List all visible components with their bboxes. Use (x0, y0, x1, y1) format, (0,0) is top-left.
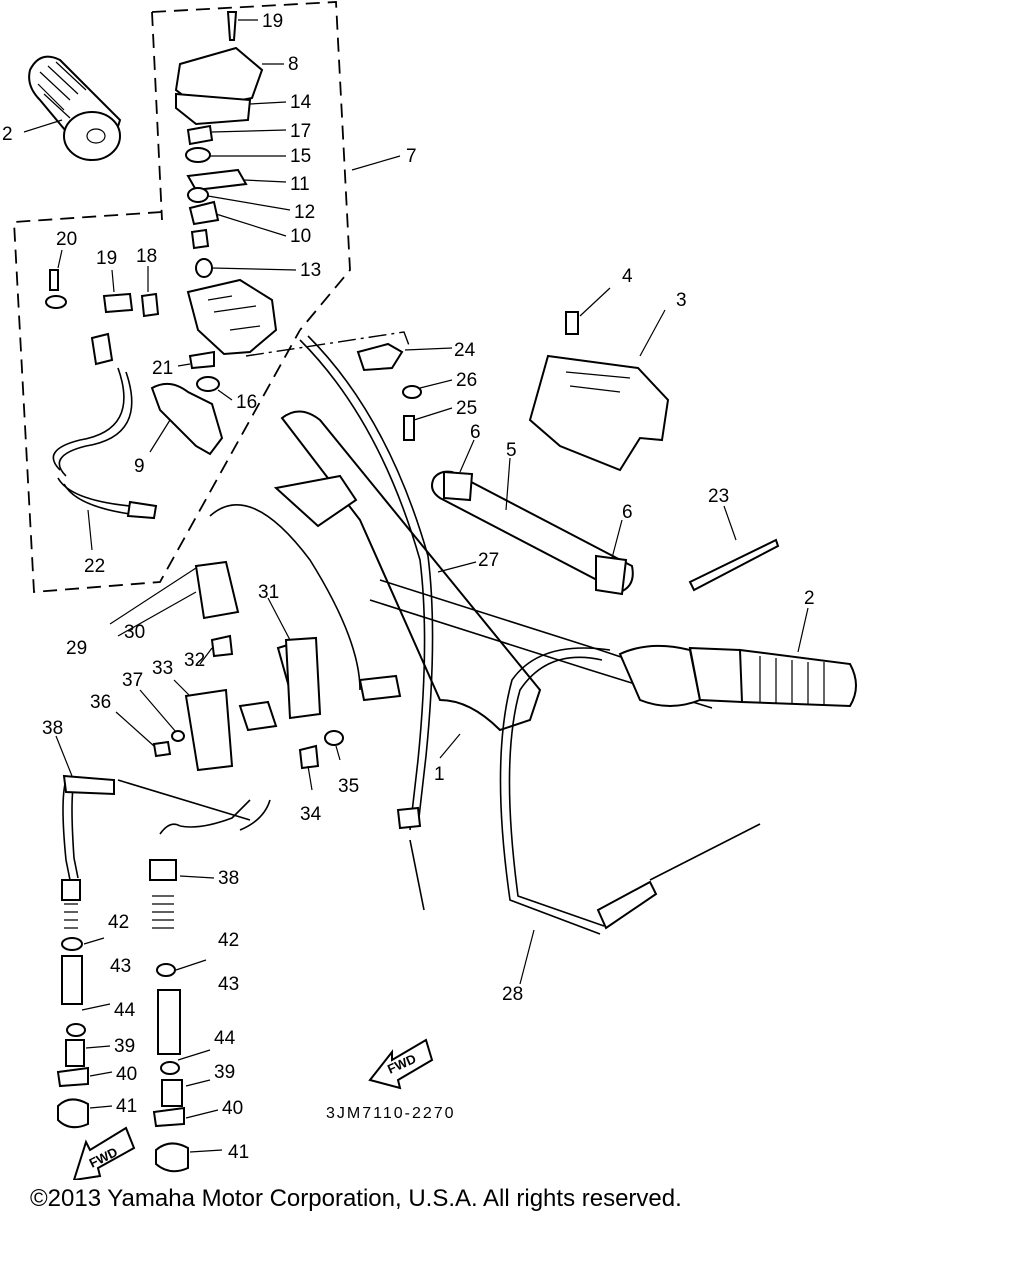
callout-9: 9 (134, 456, 145, 477)
brake-cable-right (149, 823, 189, 1173)
handlebar-cover (528, 311, 670, 472)
callout-13: 13 (300, 260, 321, 281)
callout-21: 21 (152, 358, 173, 379)
callout-5: 5 (506, 440, 517, 461)
callout-37: 37 (122, 670, 143, 691)
brake-cable-links (117, 779, 271, 831)
callout-38-left: 38 (42, 718, 63, 739)
callout-28: 28 (502, 984, 523, 1005)
callout-40-left: 40 (116, 1064, 137, 1085)
left-grip (28, 55, 122, 162)
reference-code: 3JM7110-2270 (326, 1105, 456, 1122)
handlebar (273, 410, 721, 732)
callout-22: 22 (84, 556, 105, 577)
callout-27: 27 (478, 550, 499, 571)
callout-43-left: 43 (110, 956, 131, 977)
callout-6-bottom: 6 (622, 502, 633, 523)
assembly-boundary-7 (151, 1, 351, 331)
throttle-housing-stack (174, 11, 264, 278)
callout-19-left: 19 (96, 248, 117, 269)
callout-31: 31 (258, 582, 279, 603)
callout-19-top: 19 (262, 11, 283, 32)
right-grip (618, 644, 857, 708)
parts-diagram: FWD FWD (2, 1, 857, 1180)
callout-30: 30 (124, 622, 145, 643)
callout-25: 25 (456, 398, 477, 419)
assembly-boundary-24 (245, 331, 411, 357)
throttle-body (45, 269, 278, 392)
throttle-cable (299, 335, 434, 911)
brake-switch (194, 504, 402, 720)
callout-8: 8 (288, 54, 299, 75)
callout-20: 20 (56, 229, 77, 250)
callout-16: 16 (236, 392, 257, 413)
callout-44-left: 44 (114, 1000, 136, 1021)
callout-23: 23 (708, 486, 729, 507)
throttle-lever (150, 382, 224, 456)
callout-15: 15 (290, 146, 311, 167)
switch-box (152, 688, 344, 772)
callout-3: 3 (676, 290, 687, 311)
callout-14: 14 (290, 92, 312, 113)
copyright-notice: ©2013 Yamaha Motor Corporation, U.S.A. A… (30, 1185, 682, 1212)
cable-tie (688, 538, 780, 592)
callout-41-left: 41 (116, 1096, 137, 1117)
callout-40-right: 40 (222, 1098, 243, 1119)
callout-10: 10 (290, 226, 311, 247)
callout-36: 36 (90, 692, 111, 713)
callout-18: 18 (136, 246, 157, 267)
callout-29: 29 (66, 638, 87, 659)
callout-41-right: 41 (228, 1142, 249, 1163)
callout-32: 32 (184, 650, 205, 671)
leader-lines (23, 19, 809, 1153)
callout-1: 1 (434, 764, 445, 785)
brake-cable-left (56, 774, 115, 1129)
callout-2-right: 2 (804, 588, 815, 609)
assembly-boundary-switch (13, 211, 301, 593)
callout-24: 24 (454, 340, 476, 361)
callout-42-right: 42 (218, 930, 239, 951)
callout-35: 35 (338, 776, 359, 797)
handlebar-pad (431, 470, 634, 596)
callout-39-right: 39 (214, 1062, 235, 1083)
callout-44-right: 44 (214, 1028, 236, 1049)
callout-17: 17 (290, 121, 311, 142)
callout-12: 12 (294, 202, 315, 223)
callout-labels: 19 8 14 17 15 11 12 10 13 7 2 20 19 18 2… (2, 11, 815, 1163)
switch-wire-harness (52, 367, 158, 520)
callout-38-right: 38 (218, 868, 239, 889)
fwd-arrow-icon: FWD (368, 1038, 434, 1090)
fwd-arrow-icon: FWD (72, 1126, 136, 1180)
callout-4: 4 (622, 266, 633, 287)
callout-34: 34 (300, 804, 322, 825)
callout-43-right: 43 (218, 974, 239, 995)
callout-42-left: 42 (108, 912, 129, 933)
callout-26: 26 (456, 370, 477, 391)
brake-cable (499, 647, 761, 935)
callout-33: 33 (152, 658, 173, 679)
callout-11: 11 (290, 174, 310, 195)
callout-39-left: 39 (114, 1036, 135, 1057)
callout-6-top: 6 (470, 422, 481, 443)
bracket-assembly (356, 342, 422, 441)
callout-7: 7 (406, 146, 417, 167)
callout-2-left: 2 (2, 124, 13, 145)
